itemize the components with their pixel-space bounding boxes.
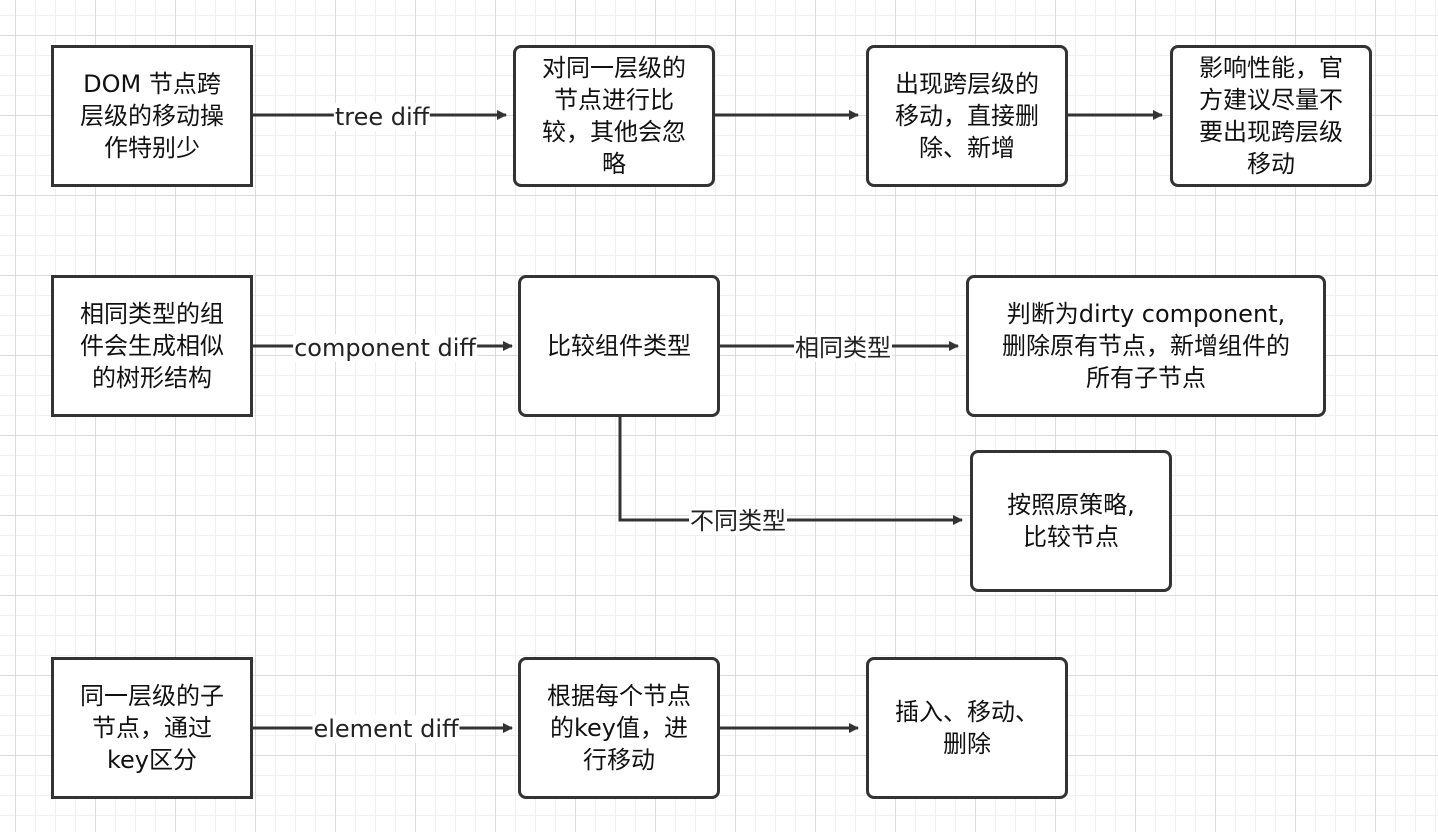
edge-label-same-type: 相同类型 [794,334,892,362]
node-dom-cross-level[interactable]: DOM 节点跨 层级的移动操 作特别少 [51,45,253,187]
node-dirty-component[interactable]: 判断为dirty component, 删除原有节点，新增组件的 所有子节点 [966,275,1326,417]
edge-label-component-diff: component diff [293,334,477,362]
node-insert-move-delete[interactable]: 插入、移动、 删除 [866,657,1068,799]
node-cross-level-move[interactable]: 出现跨层级的 移动，直接删 除、新增 [866,45,1068,187]
edge-label-tree-diff: tree diff [333,103,431,131]
node-same-type-similar-tree[interactable]: 相同类型的组 件会生成相似 的树形结构 [51,275,253,417]
edge-label-element-diff: element diff [312,715,460,743]
node-same-level-children[interactable]: 同一层级的子 节点，通过 key区分 [51,657,253,799]
node-compare-component-type[interactable]: 比较组件类型 [518,275,720,417]
node-affect-performance[interactable]: 影响性能，官 方建议尽量不 要出现跨层级 移动 [1170,45,1372,187]
edge-different-type [618,416,963,525]
node-move-by-key[interactable]: 根据每个节点 的key值，进 行移动 [518,657,720,799]
node-original-strategy[interactable]: 按照原策略, 比较节点 [970,450,1172,592]
node-compare-same-level[interactable]: 对同一层级的 节点进行比 较，其他会忽 略 [513,45,715,187]
edge-label-different-type: 不同类型 [689,507,787,535]
